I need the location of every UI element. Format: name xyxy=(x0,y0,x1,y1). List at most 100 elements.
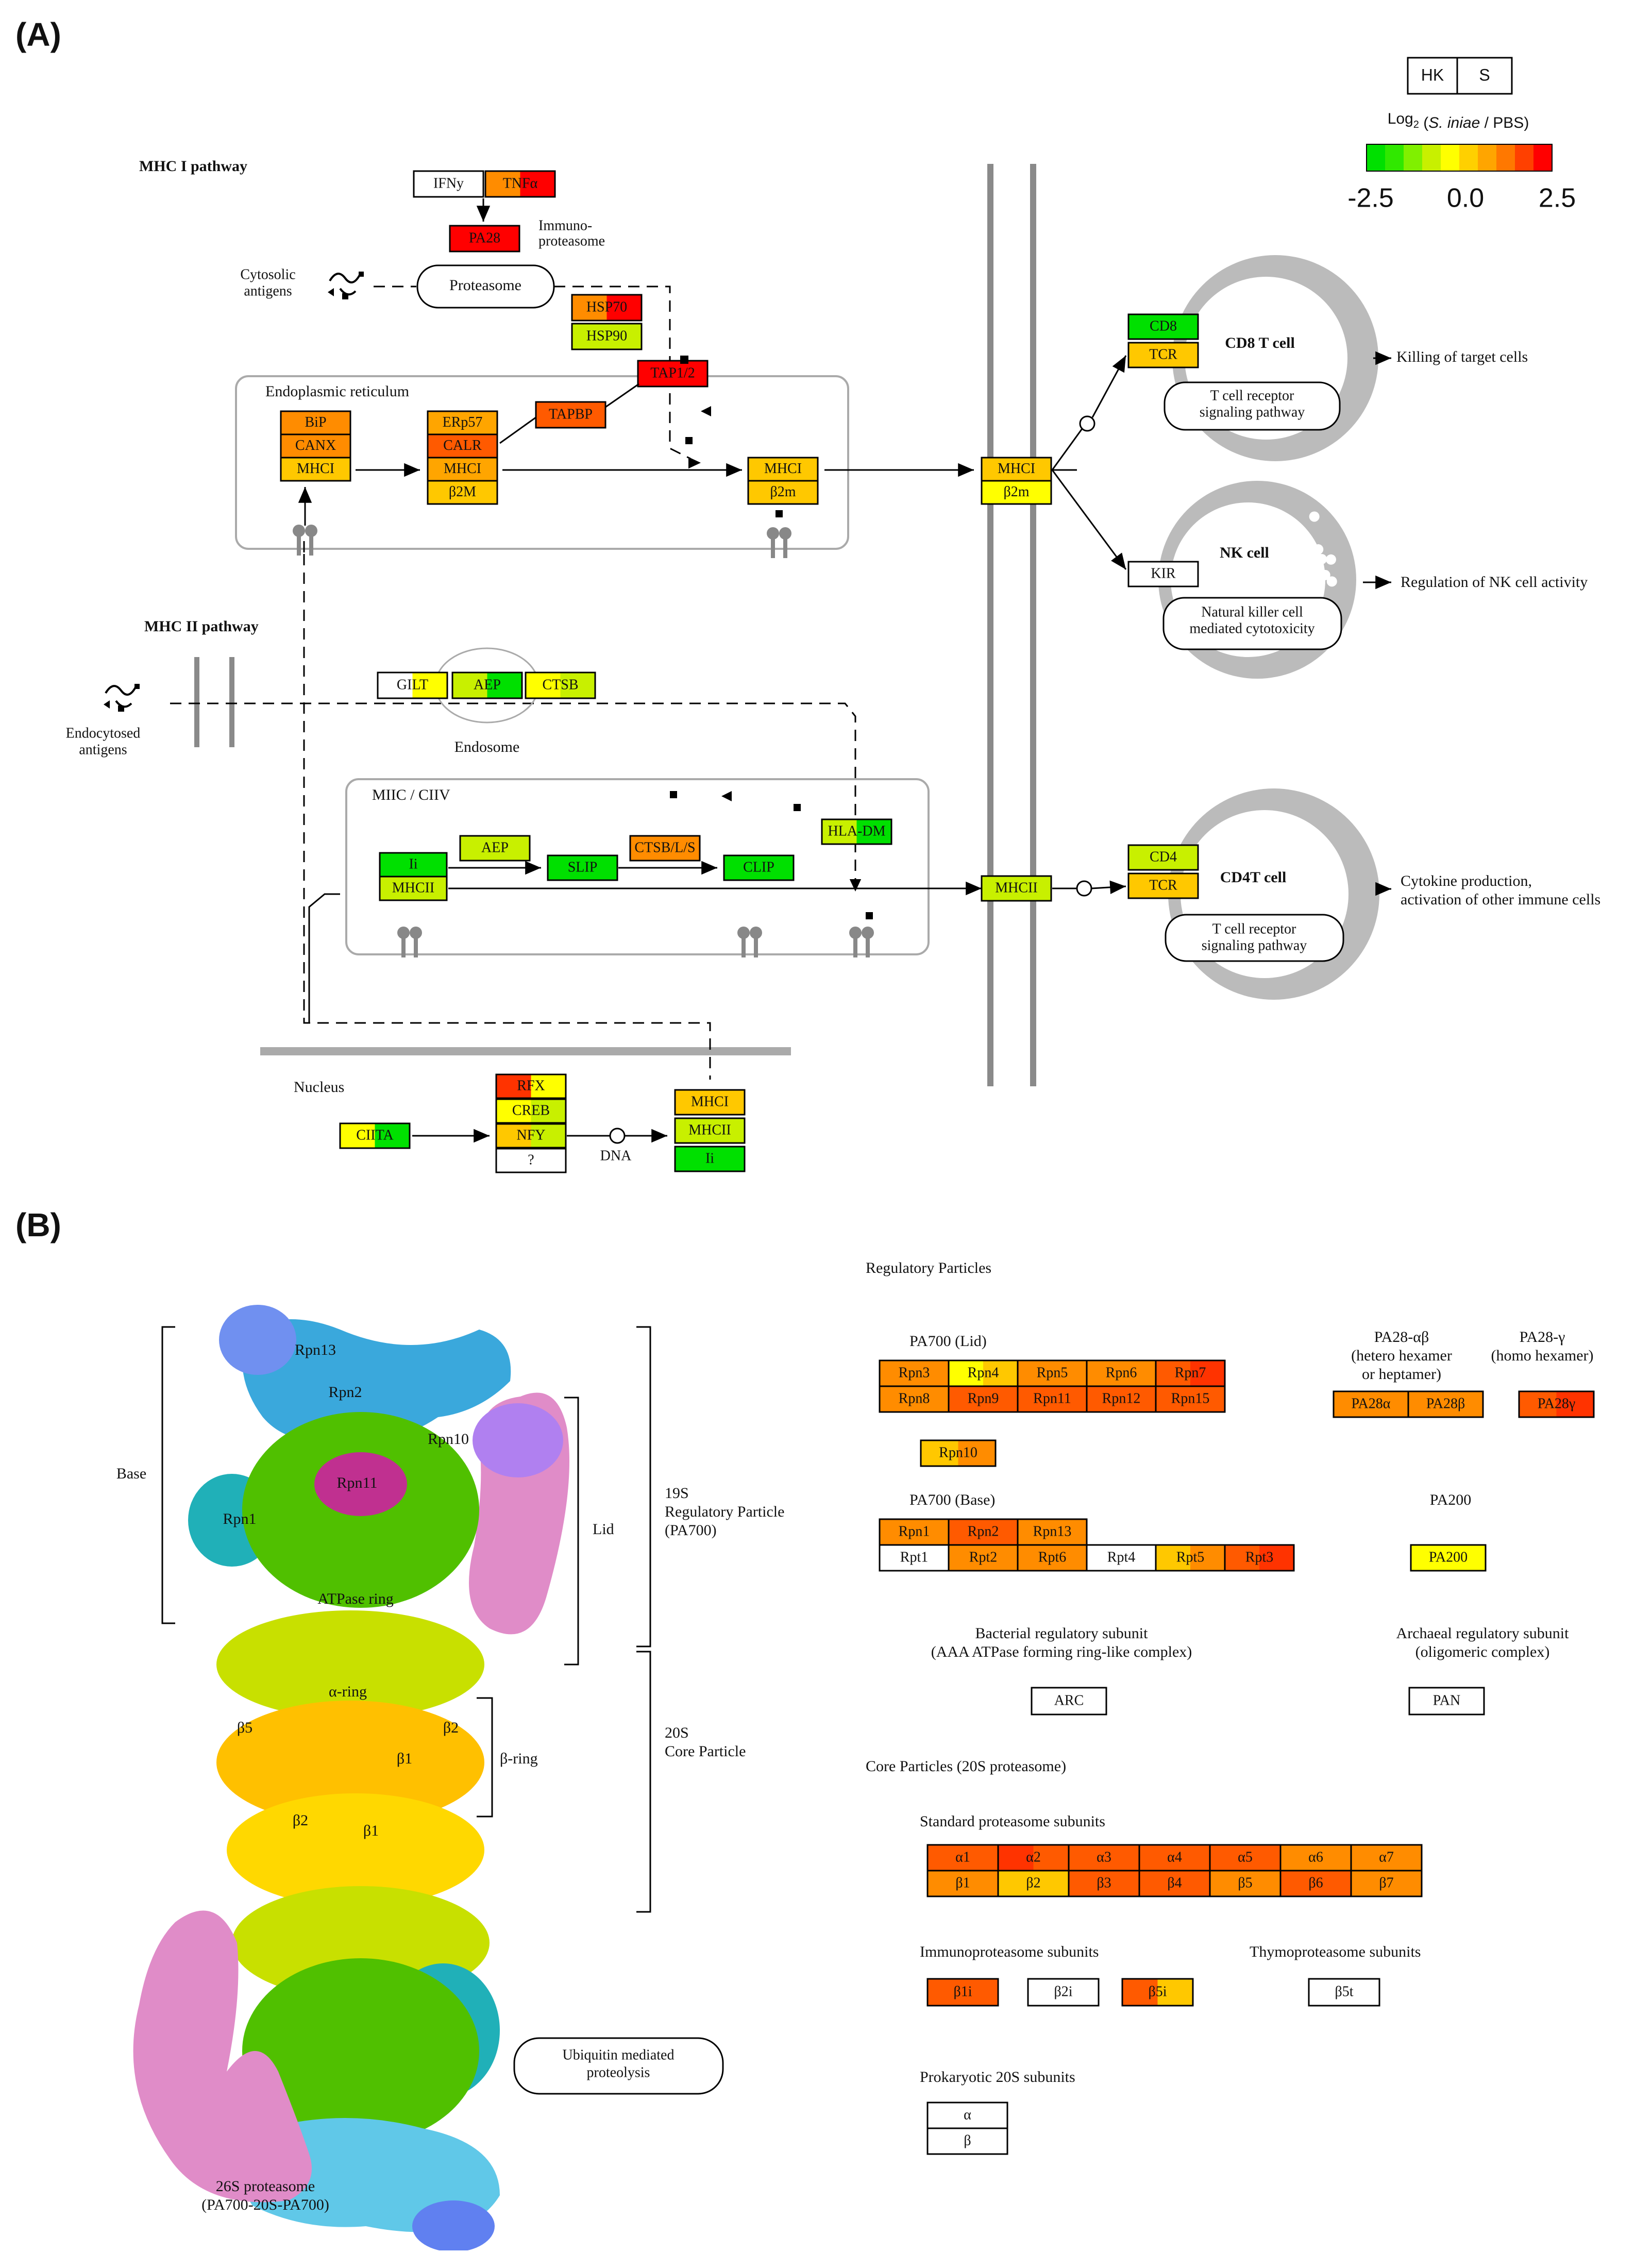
gene-b5t[interactable]: β5t xyxy=(1308,1978,1380,2007)
tcr-pathway-1-pill[interactable] xyxy=(1164,381,1341,431)
nk-pathway-pill[interactable] xyxy=(1162,597,1342,650)
base-rpt6-label: Rpt6 xyxy=(1038,1549,1066,1565)
lid-rpn9[interactable]: Rpn9 xyxy=(948,1385,1019,1413)
base-rpt5[interactable]: Rpt5 xyxy=(1155,1544,1226,1572)
lid-rpn11[interactable]: Rpn11 xyxy=(1017,1385,1088,1413)
gene-ifng[interactable]: IFNy xyxy=(413,170,484,198)
gene-mhcii-mem[interactable]: MHCII xyxy=(981,875,1052,902)
gene-ii-nuc[interactable]: Ii xyxy=(674,1146,746,1172)
legend-swatch xyxy=(1496,144,1515,171)
gene-clip[interactable]: CLIP xyxy=(723,854,795,881)
base-rpn13[interactable]: Rpn13 xyxy=(1017,1518,1088,1546)
tcr-pathway-2-pill[interactable] xyxy=(1165,914,1344,962)
beta-3-label: β3 xyxy=(1097,1875,1111,1891)
gene-b2m-er2[interactable]: β2M xyxy=(427,480,498,505)
gene-nfy[interactable]: NFY xyxy=(495,1123,567,1149)
gene-hladm[interactable]: HLA-DM xyxy=(821,818,892,845)
alpha-7[interactable]: α7 xyxy=(1350,1844,1423,1872)
lid-rpn10[interactable]: Rpn10 xyxy=(920,1439,997,1467)
gene-b5i[interactable]: β5i xyxy=(1121,1978,1194,2007)
gene-hsp70[interactable]: HSP70 xyxy=(571,294,643,322)
lid-rpn3[interactable]: Rpn3 xyxy=(879,1359,950,1387)
gene-tcr2[interactable]: TCR xyxy=(1127,872,1199,899)
lid-rpn7[interactable]: Rpn7 xyxy=(1155,1359,1226,1387)
miic-compartment xyxy=(345,778,930,955)
alpha-2[interactable]: α2 xyxy=(997,1844,1070,1872)
base-rpn2-label: Rpn2 xyxy=(968,1523,999,1539)
beta-7[interactable]: β7 xyxy=(1350,1870,1423,1897)
gene-aep2[interactable]: AEP xyxy=(459,835,531,862)
alpha-6[interactable]: α6 xyxy=(1279,1844,1352,1872)
gene-b2i[interactable]: β2i xyxy=(1027,1978,1100,2007)
gene-calr[interactable]: CALR xyxy=(427,433,498,459)
gene-tcr1[interactable]: TCR xyxy=(1127,342,1199,368)
beta-4-label: β4 xyxy=(1167,1875,1182,1891)
beta-3[interactable]: β3 xyxy=(1068,1870,1140,1897)
base-rpt4[interactable]: Rpt4 xyxy=(1086,1544,1157,1572)
lid-rpn12[interactable]: Rpn12 xyxy=(1086,1385,1157,1413)
gene-prok-alpha[interactable]: α xyxy=(926,2101,1008,2129)
gene-b1i[interactable]: β1i xyxy=(926,1978,999,2007)
gene-gilt[interactable]: GILT xyxy=(377,671,448,699)
gene-tcr1-box xyxy=(1127,342,1199,368)
gene-mhci-er1[interactable]: MHCI xyxy=(280,457,351,482)
gene-ciita[interactable]: CIITA xyxy=(339,1122,411,1149)
beta-1[interactable]: β1 xyxy=(926,1870,999,1897)
gene-mhci-er3[interactable]: MHCI xyxy=(747,457,819,482)
beta-4[interactable]: β4 xyxy=(1138,1870,1211,1897)
gene-tap[interactable]: TAP1/2 xyxy=(637,360,709,388)
lid-rpn6[interactable]: Rpn6 xyxy=(1086,1359,1157,1387)
gene-mhcii-nuc[interactable]: MHCII xyxy=(674,1117,746,1144)
base-rpt1[interactable]: Rpt1 xyxy=(879,1544,950,1572)
alpha-1[interactable]: α1 xyxy=(926,1844,999,1872)
base-rpt2[interactable]: Rpt2 xyxy=(948,1544,1019,1572)
gene-hsp90[interactable]: HSP90 xyxy=(571,323,643,350)
gene-b2m-mem[interactable]: β2m xyxy=(981,480,1052,505)
lid-rpn4[interactable]: Rpn4 xyxy=(948,1359,1019,1387)
base-rpt3[interactable]: Rpt3 xyxy=(1224,1544,1295,1572)
gene-slip[interactable]: SLIP xyxy=(547,854,618,881)
gene-mhci-er2[interactable]: MHCI xyxy=(427,457,498,482)
gene-arc[interactable]: ARC xyxy=(1031,1687,1107,1716)
alpha-5[interactable]: α5 xyxy=(1209,1844,1282,1872)
gene-ctsbls[interactable]: CTSB/L/S xyxy=(629,835,701,862)
gene-pa28a[interactable]: PA28α xyxy=(1333,1390,1409,1418)
gene-bip[interactable]: BiP xyxy=(280,410,351,435)
gene-aep1[interactable]: AEP xyxy=(451,671,523,699)
gene-cd4[interactable]: CD4 xyxy=(1127,844,1199,871)
gene-unknown[interactable]: ? xyxy=(495,1148,567,1173)
gene-ii[interactable]: Ii xyxy=(379,852,448,878)
gene-kir[interactable]: KIR xyxy=(1127,561,1199,587)
beta-5[interactable]: β5 xyxy=(1209,1870,1282,1897)
gene-b2m-er3[interactable]: β2m xyxy=(747,480,819,505)
gene-mhci-nuc[interactable]: MHCI xyxy=(674,1089,746,1116)
gene-erp57[interactable]: ERp57 xyxy=(427,410,498,435)
gene-prok-beta[interactable]: β xyxy=(926,2127,1008,2155)
gene-canx[interactable]: CANX xyxy=(280,433,351,459)
gene-pa200[interactable]: PA200 xyxy=(1410,1544,1487,1572)
alpha-3[interactable]: α3 xyxy=(1068,1844,1140,1872)
gene-pa28b[interactable]: PA28β xyxy=(1407,1390,1484,1418)
lid-rpn8[interactable]: Rpn8 xyxy=(879,1385,950,1413)
gene-creb[interactable]: CREB xyxy=(495,1098,567,1124)
gene-mhci-mem[interactable]: MHCI xyxy=(981,457,1052,482)
base-rpn1[interactable]: Rpn1 xyxy=(879,1518,950,1546)
gene-mhcii-miic[interactable]: MHCII xyxy=(379,876,448,901)
gene-pa28[interactable]: PA28 xyxy=(449,225,520,253)
gene-pan[interactable]: PAN xyxy=(1408,1687,1485,1716)
lid-rpn15[interactable]: Rpn15 xyxy=(1155,1385,1226,1413)
beta-6[interactable]: β6 xyxy=(1279,1870,1352,1897)
base-rpn2[interactable]: Rpn2 xyxy=(948,1518,1019,1546)
gene-tnfa[interactable]: TNFα xyxy=(484,170,556,198)
ubiquitin-pill[interactable] xyxy=(513,2037,724,2095)
alpha-4[interactable]: α4 xyxy=(1138,1844,1211,1872)
lid-rpn5[interactable]: Rpn5 xyxy=(1017,1359,1088,1387)
gene-rfx[interactable]: RFX xyxy=(495,1073,567,1099)
gene-pa28g[interactable]: PA28γ xyxy=(1518,1390,1595,1418)
gene-cd8[interactable]: CD8 xyxy=(1127,313,1199,340)
base-rpt6[interactable]: Rpt6 xyxy=(1017,1544,1088,1572)
gene-tapbp[interactable]: TAPBP xyxy=(535,401,606,429)
gene-ctsb[interactable]: CTSB xyxy=(525,671,596,699)
beta-2[interactable]: β2 xyxy=(997,1870,1070,1897)
endosome-label: Endosome xyxy=(454,738,520,755)
